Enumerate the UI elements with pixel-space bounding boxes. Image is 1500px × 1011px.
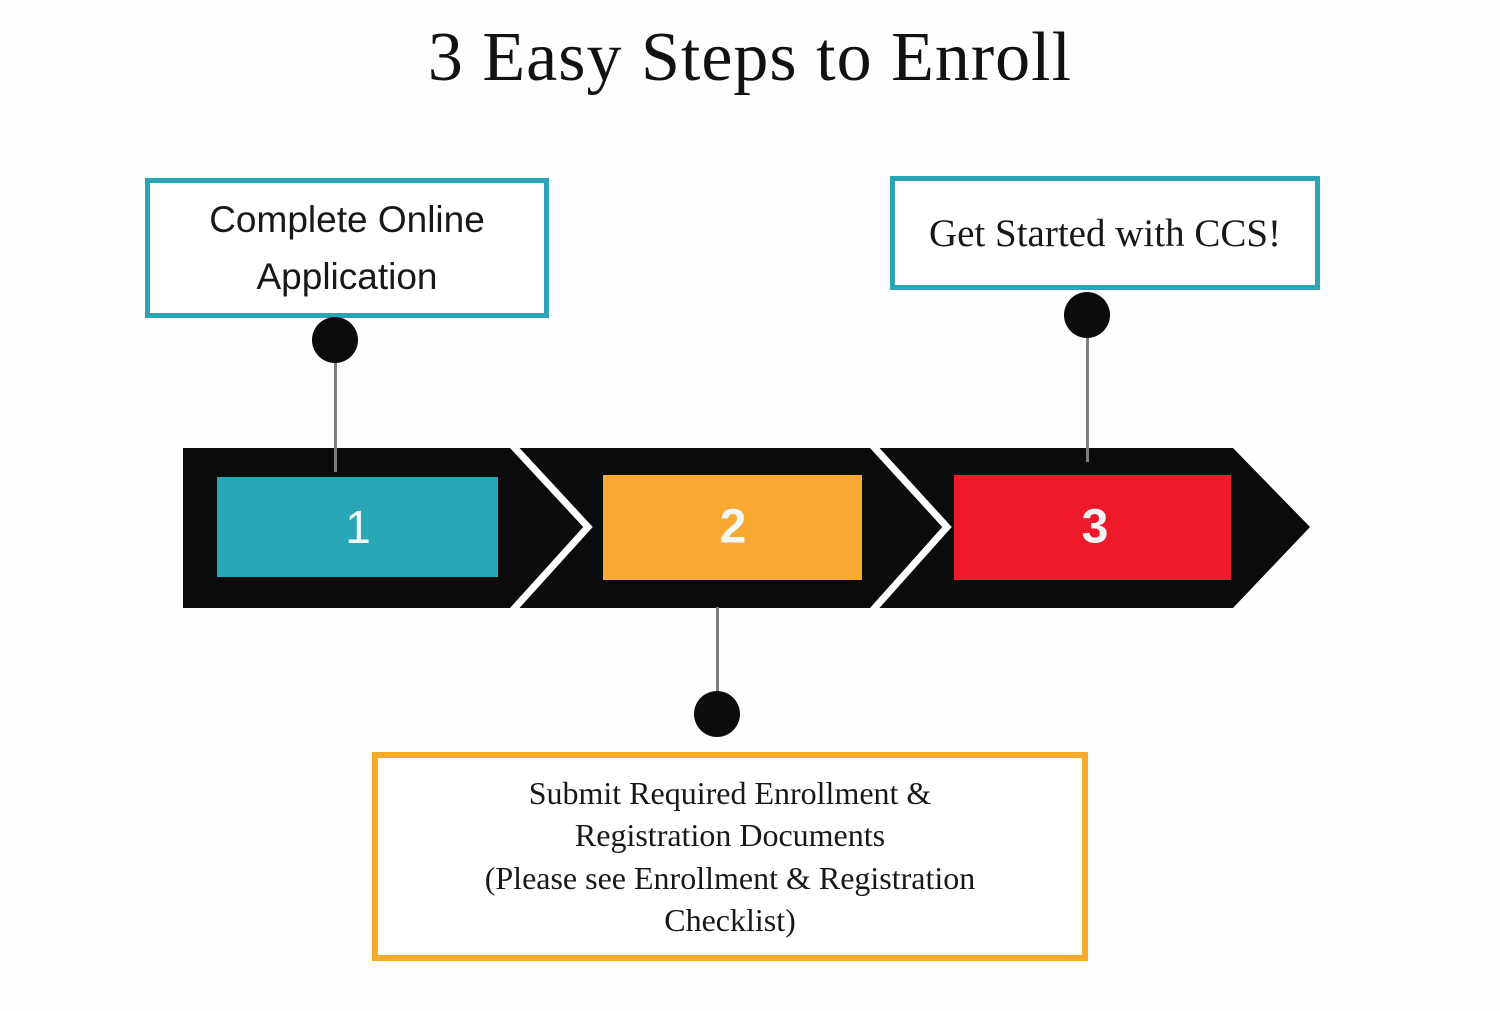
callout-step1-text: Complete Online Application <box>209 198 485 297</box>
callout-step2-submit-documents: Submit Required Enrollment & Registratio… <box>372 752 1088 961</box>
callout-step2-line: (Please see Enrollment & Registration <box>484 859 976 896</box>
step-3-number: 3 <box>1082 501 1109 554</box>
callout-step2-line: Registration Documents <box>574 817 886 854</box>
step-1-number: 1 <box>345 501 371 553</box>
callout-step2-line: Submit Required Enrollment & <box>528 775 932 812</box>
connector-line-step1 <box>334 352 337 472</box>
step-2-number: 2 <box>720 501 747 554</box>
callout-step3-get-started: Get Started with CCS! <box>890 176 1320 290</box>
callout-step2-line: Checklist) <box>664 901 796 938</box>
connector-dot-step1 <box>312 317 358 363</box>
connector-dot-step2 <box>694 691 740 737</box>
callout-step1-complete-online-application: Complete Online Application <box>145 178 549 318</box>
chevron-separator-2-icon <box>869 445 952 613</box>
step-1-segment <box>217 477 498 577</box>
connector-line-step3 <box>1086 328 1089 462</box>
process-arrow-banner: 1 2 3 <box>183 445 1310 613</box>
connector-dot-step3 <box>1064 292 1110 338</box>
callout-step3-text: Get Started with CCS! <box>928 211 1282 255</box>
chevron-separator-1-icon <box>509 445 593 613</box>
diagram-title: 3 Easy Steps to Enroll <box>427 19 1073 96</box>
step-3-segment <box>954 475 1231 580</box>
connector-line-step2 <box>716 607 719 697</box>
step-2-segment <box>603 475 862 580</box>
